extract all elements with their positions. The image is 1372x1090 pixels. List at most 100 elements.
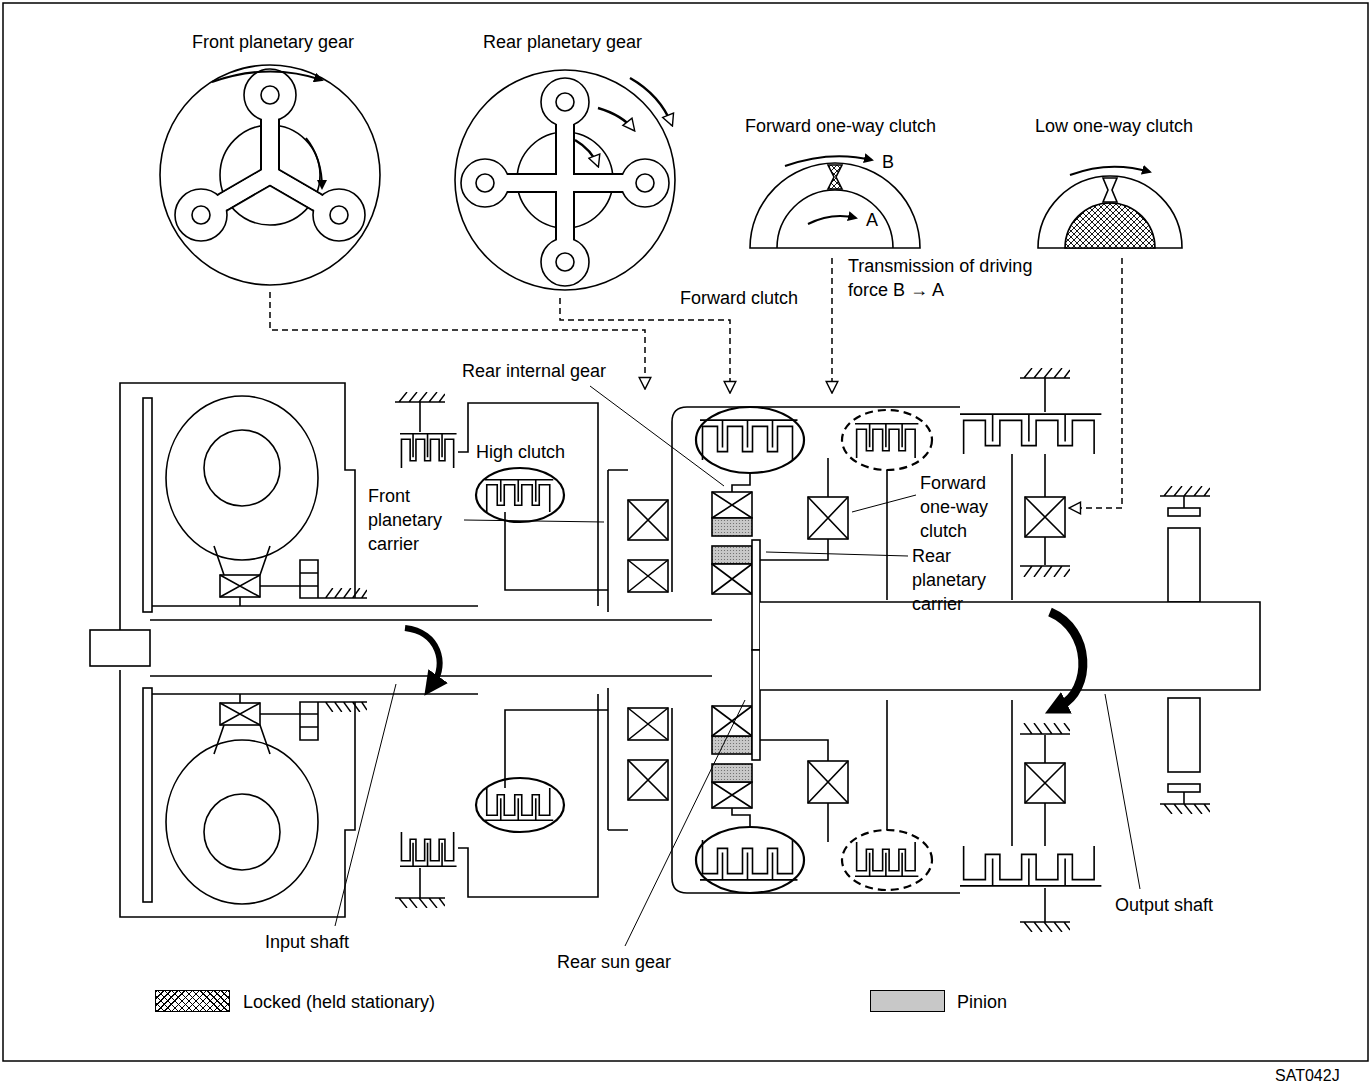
rear-pinion — [712, 546, 752, 564]
rotation-arrow — [630, 78, 672, 125]
ground-symbol — [395, 392, 445, 402]
reference-arrows — [270, 258, 1122, 508]
clutch-ring — [696, 407, 804, 473]
gear-cross — [628, 500, 668, 540]
part-label: Rear planetary carrier — [912, 544, 1004, 616]
front-carrier — [608, 470, 628, 612]
label-anchor: Rear internal gear — [462, 359, 606, 383]
rotation-arrow — [1050, 612, 1083, 706]
gear-train-half-mirrored — [120, 650, 1210, 932]
figure-code: SAT042J — [1275, 1064, 1340, 1088]
rotation-arrow — [785, 156, 872, 166]
dashed-arrow — [831, 258, 833, 392]
reverse-drum — [458, 403, 598, 606]
part-label: High clutch — [476, 440, 565, 464]
carrier-arm-fill — [201, 95, 339, 215]
part-label: A — [866, 208, 878, 232]
pinion-pin — [330, 206, 348, 224]
label-anchor: B — [882, 150, 894, 174]
hatch-swatch — [155, 990, 230, 1012]
gear-cross — [712, 492, 752, 518]
part-label: Output shaft — [1115, 893, 1213, 917]
label-anchor: Transmission of driving force B → A — [848, 254, 1063, 302]
part-label: Forward one-way clutch — [920, 471, 1008, 543]
pinion-pin — [556, 253, 574, 271]
low-one-way — [1025, 497, 1065, 537]
forward-clutch-hub — [732, 473, 750, 492]
leader-line — [464, 520, 604, 522]
stator-cross — [220, 575, 260, 597]
clutch-ring — [476, 468, 564, 522]
converter-housing — [120, 383, 355, 630]
reverse-brake — [400, 434, 457, 468]
carrier-arm — [201, 95, 339, 215]
parking-stem — [1183, 496, 1185, 508]
torus — [166, 396, 318, 560]
low-one-way-sketch — [1038, 167, 1182, 248]
ground-symbol — [1020, 368, 1070, 378]
label-anchor: Rear sun gear — [557, 950, 671, 974]
part-label: Low one-way clutch — [1035, 114, 1193, 138]
carrier-arm — [485, 102, 645, 262]
gear-cross — [808, 497, 848, 539]
rotation-arrow — [212, 71, 322, 82]
dashed-arrow — [1070, 258, 1122, 508]
label-anchor: Forward one-way clutch — [920, 471, 1008, 543]
brake-stem — [419, 402, 421, 432]
leader-line — [1105, 694, 1140, 889]
label-anchor: A — [866, 208, 878, 232]
gear-cross — [1025, 497, 1065, 537]
input-shaft-end — [90, 630, 150, 666]
part-label: Rear internal gear — [462, 359, 606, 383]
leader-line — [625, 700, 745, 946]
low-reverse-brake — [960, 414, 1101, 454]
leader-line — [852, 495, 916, 512]
ground-symbol — [1020, 566, 1070, 577]
forward-one-way-sketch — [750, 156, 920, 248]
rotation-arrow — [405, 628, 440, 682]
rotation-arrow — [808, 216, 856, 224]
rotation-arrow — [1070, 167, 1150, 175]
leader-lines — [335, 386, 1140, 946]
torus-core — [204, 430, 280, 506]
rear-carrier-gear — [712, 564, 752, 594]
label-anchor: Output shaft — [1115, 893, 1213, 917]
parking-pawl — [1168, 508, 1200, 516]
label-anchor: Input shaft — [265, 930, 349, 954]
pinion-pin — [476, 174, 494, 192]
carrier-arm-fill — [201, 95, 339, 215]
frame — [3, 3, 1368, 1061]
part-label: Front planetary gear — [192, 30, 354, 54]
one-way-stem — [827, 458, 829, 497]
pinion-pin — [556, 93, 574, 111]
leader-line — [335, 684, 396, 926]
label-anchor: Rear planetary gear — [483, 30, 642, 54]
rear-planetary-sketch — [455, 70, 675, 290]
part-label: Front planetary carrier — [368, 484, 460, 556]
part-label: Rear sun gear — [557, 950, 671, 974]
front-planetary-sketch — [160, 65, 380, 285]
label-anchor: Forward clutch — [680, 286, 798, 310]
high-clutch-hub — [505, 512, 608, 590]
front-sun-gear — [628, 560, 668, 592]
parking-gear — [1168, 528, 1200, 602]
color-swatch — [870, 990, 945, 1012]
rear-sun-gear — [752, 540, 760, 650]
leader-line — [766, 552, 908, 556]
label-anchor: Low one-way clutch — [1035, 114, 1193, 138]
sprag — [1103, 178, 1117, 202]
locked-inner-race — [1065, 203, 1155, 248]
stator-support — [260, 560, 322, 598]
turbine-hub — [214, 546, 270, 575]
rear-carrier-link — [760, 539, 828, 560]
outer-race — [1038, 176, 1182, 248]
pinion-pin — [636, 174, 654, 192]
front-ring-gear — [628, 500, 668, 540]
legend-text: Locked (held stationary) — [243, 990, 435, 1014]
part-label: B — [882, 150, 894, 174]
label-anchor: Rear planetary carrier — [912, 544, 1004, 616]
gear-cross — [712, 564, 752, 594]
ground-symbol — [322, 588, 367, 598]
